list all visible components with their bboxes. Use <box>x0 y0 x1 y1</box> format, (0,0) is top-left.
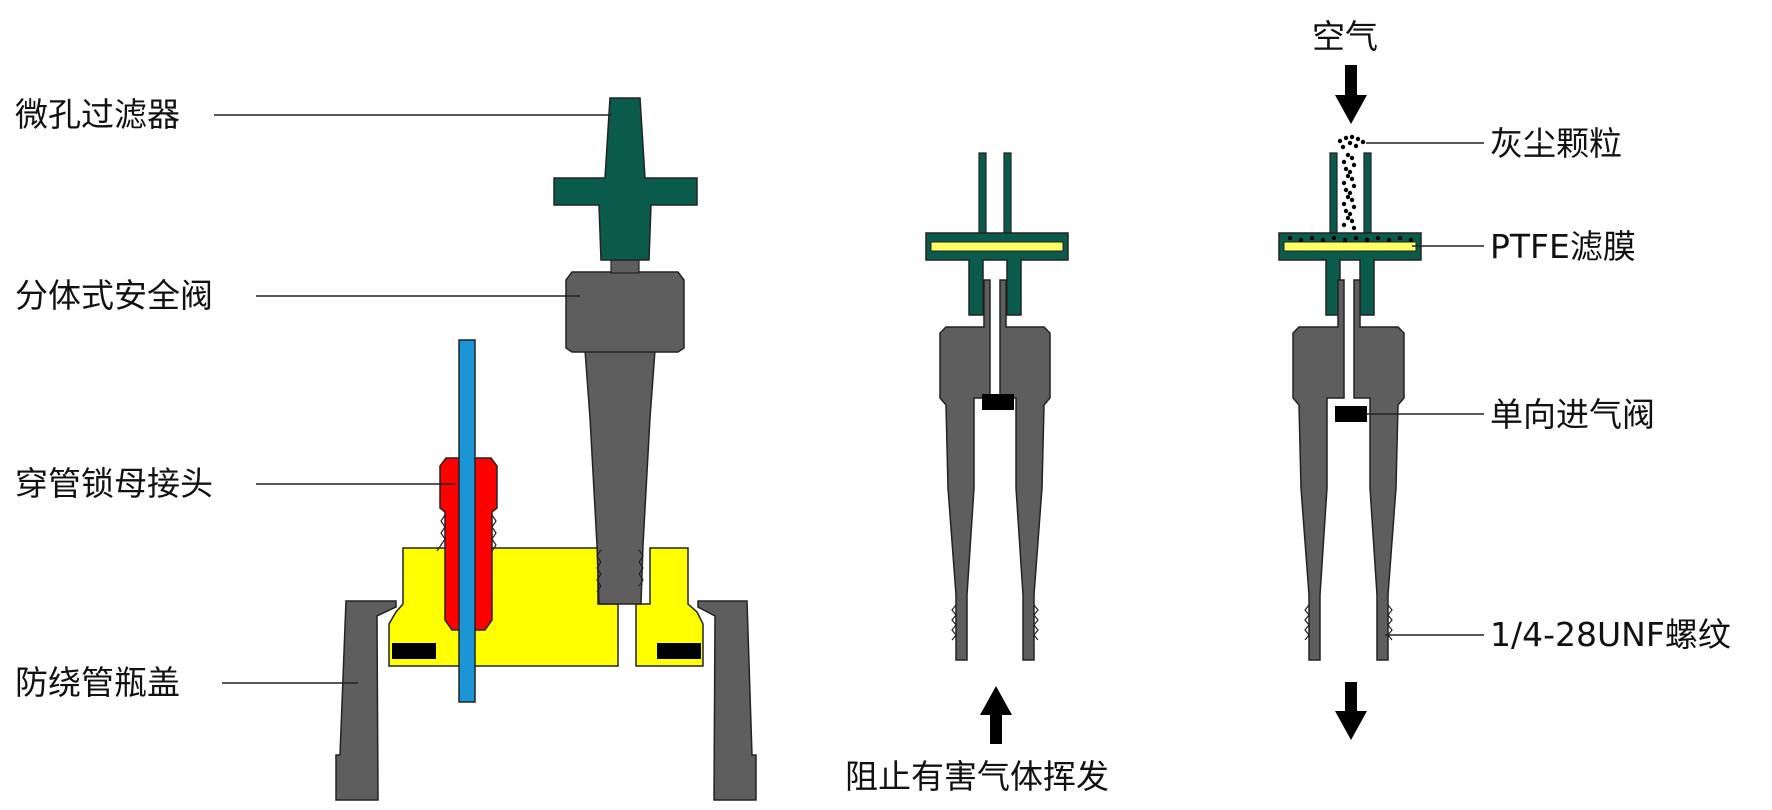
dust-particle <box>1355 136 1361 142</box>
dust-particle <box>1320 237 1326 243</box>
dust-particle <box>1349 197 1355 203</box>
tube <box>458 339 476 703</box>
dust-particle <box>1298 237 1304 243</box>
mid-filter-nozzle-left <box>978 152 987 234</box>
dust-particle <box>1340 144 1346 150</box>
right-filter-nozzle-left <box>1329 152 1338 234</box>
label-ptfe: PTFE滤膜 <box>1490 227 1636 266</box>
leader-lines <box>214 114 1484 684</box>
dust-particle <box>1347 169 1353 175</box>
dust-particle <box>1349 176 1355 182</box>
lock-nut-thread <box>436 514 497 552</box>
dust-particle <box>1351 204 1357 210</box>
middle-valve <box>925 152 1069 744</box>
dust-particle <box>1408 237 1414 243</box>
label-micro-filter: 微孔过滤器 <box>15 95 180 134</box>
right-valve-body-left <box>1292 279 1345 661</box>
text-labels: 微孔过滤器 分体式安全阀 穿管锁母接头 防绕管瓶盖 空气 灰尘颗粒 PTFE滤膜… <box>15 17 1731 796</box>
mid-valve-thread <box>951 604 1039 641</box>
dust-particle <box>1347 211 1353 217</box>
dust-particle <box>1351 183 1357 189</box>
dust-particle <box>1345 152 1351 158</box>
dust-particle <box>1331 235 1337 241</box>
dust-particle <box>1353 143 1359 149</box>
micro-filter <box>553 97 698 261</box>
mid-ptfe-membrane <box>930 241 1064 252</box>
label-anti-wind-cap: 防绕管瓶盖 <box>15 663 180 702</box>
arrow-down-icon-top <box>1335 65 1367 124</box>
bottle-cap-left-wall <box>335 600 397 801</box>
label-dust: 灰尘颗粒 <box>1490 124 1622 163</box>
dust-particle <box>1386 237 1392 243</box>
right-ptfe-membrane <box>1283 241 1417 252</box>
label-check-valve: 单向进气阀 <box>1490 395 1655 434</box>
arrow-up-icon <box>980 686 1012 744</box>
dust-particle <box>1341 222 1347 228</box>
dust-particle <box>1341 180 1347 186</box>
dust-particle <box>1345 194 1351 200</box>
dust-particle <box>1345 173 1351 179</box>
dust-particle <box>1309 235 1315 241</box>
dust-particle <box>1345 215 1351 221</box>
valve-neck <box>610 259 640 274</box>
dust-particle <box>1349 134 1355 140</box>
dust-particle <box>1343 166 1349 172</box>
dust-particle <box>1364 237 1370 243</box>
label-air: 空气 <box>1312 17 1378 56</box>
label-prevent-gas: 阻止有害气体挥发 <box>845 757 1109 796</box>
valve-cone <box>584 349 656 605</box>
dust-particle <box>1351 162 1357 168</box>
right-check-valve-disc <box>1335 406 1367 422</box>
dust-particle <box>1341 159 1347 165</box>
right-valve <box>1278 65 1422 740</box>
label-lock-nut-fitting: 穿管锁母接头 <box>15 464 213 503</box>
bottle-cap-right-wall <box>697 600 757 801</box>
mid-filter-nozzle-right <box>1003 152 1012 234</box>
arrow-down-icon-bottom <box>1335 682 1367 740</box>
seal-bar-right <box>657 643 701 659</box>
dust-particle <box>1347 140 1353 146</box>
label-split-safety-valve: 分体式安全阀 <box>15 276 213 315</box>
anti-wind-cap-insert-right <box>635 547 704 667</box>
label-thread: 1/4-28UNF螺纹 <box>1490 615 1731 654</box>
dust-particle <box>1341 201 1347 207</box>
right-filter-housing <box>1278 232 1422 316</box>
dust-particle <box>1342 237 1348 243</box>
dust-particle <box>1349 218 1355 224</box>
mid-valve-body-left <box>939 279 991 661</box>
dust-particle <box>1287 235 1293 241</box>
left-assembly <box>335 97 757 801</box>
mid-filter-housing <box>925 232 1069 316</box>
mid-check-valve-disc <box>982 394 1014 410</box>
dust-particle <box>1349 155 1355 161</box>
dust-particle <box>1353 235 1359 241</box>
dust-particle <box>1347 190 1353 196</box>
dust-particle <box>1375 235 1381 241</box>
valve-thread <box>596 549 644 593</box>
dust-particle <box>1360 139 1366 145</box>
dust-particles <box>1287 134 1414 243</box>
dust-particle <box>1351 225 1357 231</box>
split-safety-valve-head <box>565 271 685 353</box>
seal-bar-left <box>392 643 436 659</box>
dust-particle <box>1397 235 1403 241</box>
right-valve-thread <box>1304 604 1393 641</box>
dust-particle <box>1343 187 1349 193</box>
right-valve-body-right <box>1353 279 1405 661</box>
dust-particle <box>1343 208 1349 214</box>
dust-particle <box>1337 138 1343 144</box>
right-filter-nozzle-right <box>1363 152 1372 234</box>
mid-valve-body-right <box>999 279 1051 661</box>
dust-particle <box>1343 135 1349 141</box>
